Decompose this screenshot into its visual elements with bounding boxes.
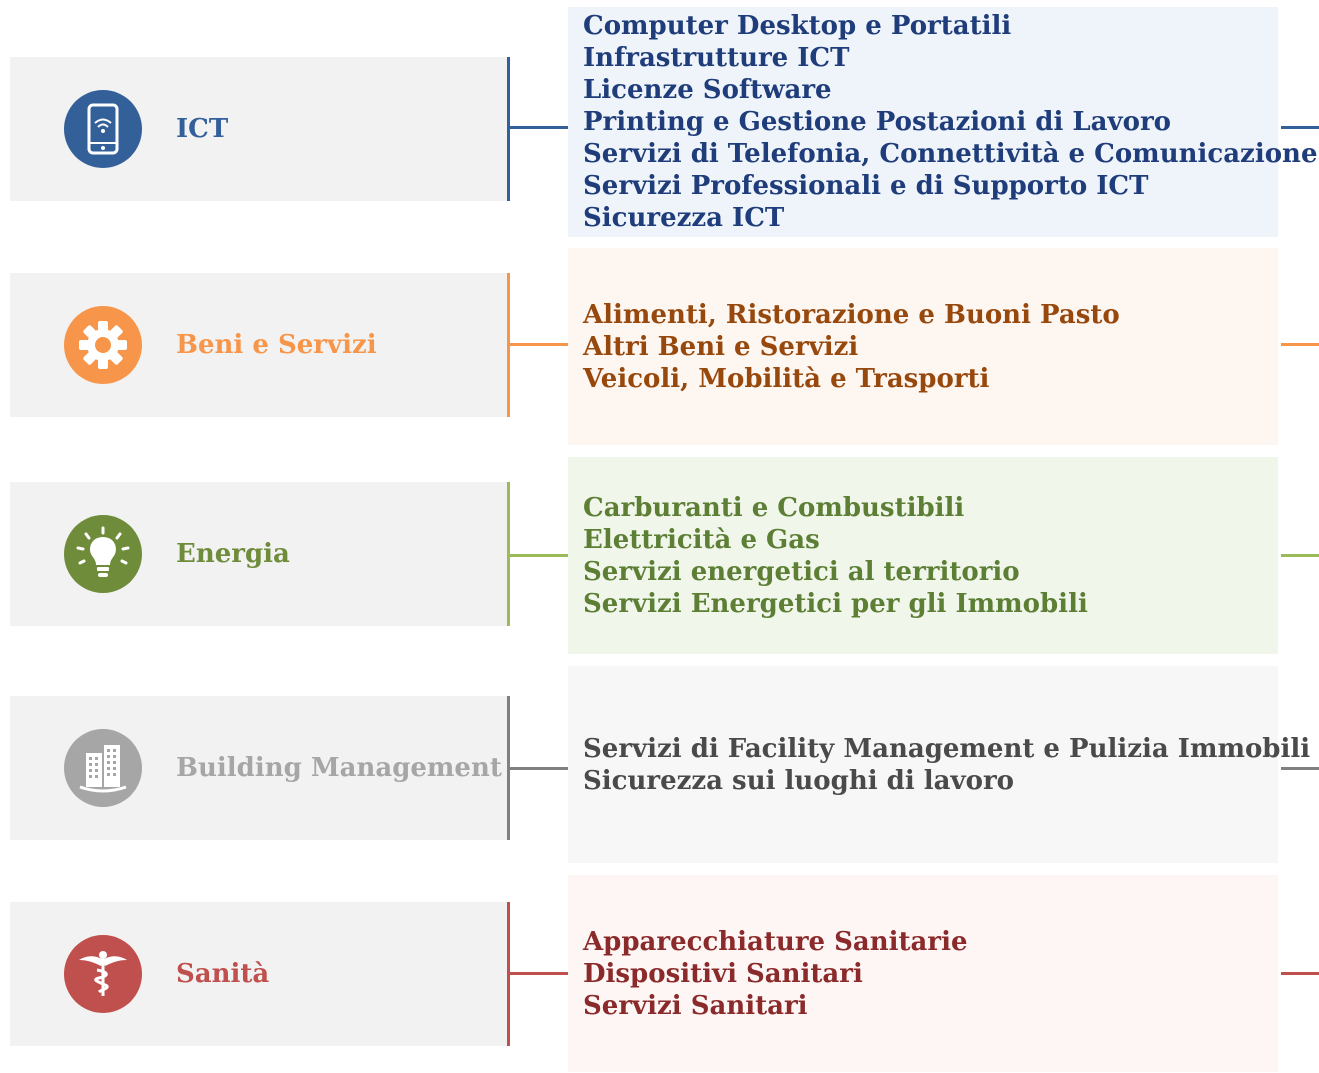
connector-vertical-ict [507,57,510,201]
subcategory-item[interactable]: Licenze Software [583,75,832,105]
connector-vertical-beni [507,273,510,417]
smartphone-wifi-icon [64,90,142,168]
category-beni-servizi[interactable]: Beni e Servizi [10,273,507,417]
category-building-management[interactable]: Building Management [10,696,507,840]
category-energia[interactable]: Energia [10,482,507,626]
category-label-building-management: Building Management [176,753,502,783]
subcategory-item[interactable]: Alimenti, Ristorazione e Buoni Pasto [583,299,1120,330]
gear-icon [64,306,142,384]
subcategory-item[interactable]: Elettricità e Gas [583,524,820,555]
connector-right-beni [1281,343,1319,346]
connector-right-energia [1281,554,1319,557]
subcategory-item[interactable]: Veicoli, Mobilità e Trasporti [583,363,990,394]
subcategory-item[interactable]: Servizi Sanitari [583,990,808,1021]
subcategory-item[interactable]: Computer Desktop e Portatili [583,11,1012,41]
connector-vertical-energia [507,482,510,626]
category-sanita[interactable]: Sanità [10,902,507,1046]
connector-right-sanita [1281,972,1319,975]
subcategory-item[interactable]: Printing e Gestione Postazioni di Lavoro [583,107,1171,137]
subcategory-panel-energia: Carburanti e Combustibili Elettricità e … [568,457,1278,654]
connector-horizontal-sanita [510,972,568,975]
subcategory-item[interactable]: Infrastrutture ICT [583,43,850,73]
subcategory-item[interactable]: Altri Beni e Servizi [583,331,859,362]
subcategory-item[interactable]: Sicurezza ICT [583,203,785,233]
subcategory-panel-ict: Computer Desktop e Portatili Infrastrutt… [568,7,1318,237]
connector-horizontal-ict [510,126,568,129]
subcategory-item[interactable]: Servizi Professionali e di Supporto ICT [583,171,1149,201]
connector-horizontal-energia [510,554,568,557]
subcategory-item[interactable]: Servizi di Telefonia, Connettività e Com… [583,139,1318,169]
subcategory-item[interactable]: Servizi Energetici per gli Immobili [583,588,1088,619]
subcategory-panel-beni: Alimenti, Ristorazione e Buoni Pasto Alt… [568,248,1278,445]
subcategory-item[interactable]: Servizi di Facility Management e Pulizia… [583,733,1311,764]
connector-right-ict [1281,126,1319,129]
category-label-ict: ICT [176,114,229,144]
subcategory-item[interactable]: Apparecchiature Sanitarie [583,926,968,957]
connector-horizontal-beni [510,343,568,346]
subcategory-item[interactable]: Servizi energetici al territorio [583,556,1020,587]
connector-horizontal-building [510,767,568,770]
building-icon [64,729,142,807]
subcategory-panel-building: Servizi di Facility Management e Pulizia… [568,666,1311,863]
connector-vertical-sanita [507,902,510,1046]
subcategory-item[interactable]: Sicurezza sui luoghi di lavoro [583,765,1014,796]
subcategory-item[interactable]: Dispositivi Sanitari [583,958,863,989]
category-label-energia: Energia [176,539,290,569]
category-label-beni-servizi: Beni e Servizi [176,330,377,360]
caduceus-icon [64,935,142,1013]
subcategory-panel-sanita: Apparecchiature Sanitarie Dispositivi Sa… [568,875,1278,1072]
connector-right-building [1281,767,1319,770]
subcategory-item[interactable]: Carburanti e Combustibili [583,492,965,523]
lightbulb-icon [64,515,142,593]
category-label-sanita: Sanità [176,959,270,989]
category-ict[interactable]: ICT [10,57,507,201]
connector-vertical-building [507,696,510,840]
